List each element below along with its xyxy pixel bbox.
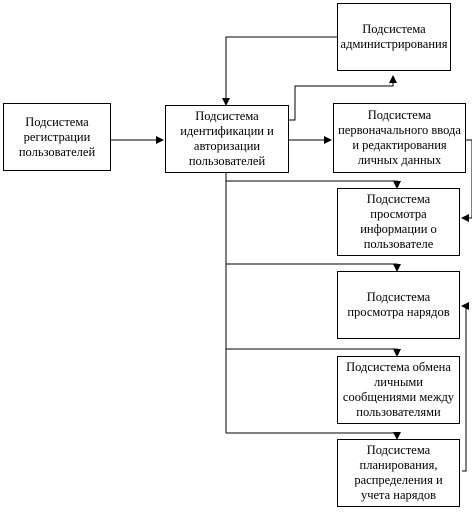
node-admin: Подсистема администрирования (337, 3, 451, 71)
edge-auth-to-admin (289, 75, 397, 121)
edge-input-to-view-info (461, 139, 472, 222)
node-planning-label: Подсистема планирования, распределения и… (354, 443, 443, 502)
node-auth-label: Подсистема идентификации и авторизации п… (180, 109, 274, 168)
node-auth: Подсистема идентификации и авторизации п… (165, 105, 289, 173)
node-view-info-label: Подсистема просмотра информации о пользо… (360, 192, 437, 251)
edge-auth-to-messaging (226, 348, 401, 357)
node-input: Подсистема первоначального ввода и редак… (333, 103, 466, 173)
edge-planning-to-view-orders (461, 302, 469, 472)
edge-auth-to-view-orders (226, 263, 401, 272)
node-view-info: Подсистема просмотра информации о пользо… (337, 188, 460, 256)
node-view-orders: Подсистема просмотра нарядов (337, 271, 460, 339)
edge-admin-to-auth (222, 36, 337, 106)
edge-auth-to-view-info (226, 180, 401, 189)
node-registration: Подсистема регистрации пользователей (3, 103, 111, 171)
node-messaging: Подсистема обмена личными сообщениями ме… (337, 356, 460, 424)
node-registration-label: Подсистема регистрации пользователей (18, 114, 96, 159)
node-admin-label: Подсистема администрирования (340, 22, 448, 51)
edge-auth-to-planning (226, 432, 401, 440)
node-messaging-label: Подсистема обмена личными сообщениями ме… (342, 360, 455, 419)
node-planning: Подсистема планирования, распределения и… (337, 439, 460, 507)
node-view-orders-label: Подсистема просмотра нарядов (347, 290, 450, 319)
node-input-label: Подсистема первоначального ввода и редак… (338, 108, 461, 167)
